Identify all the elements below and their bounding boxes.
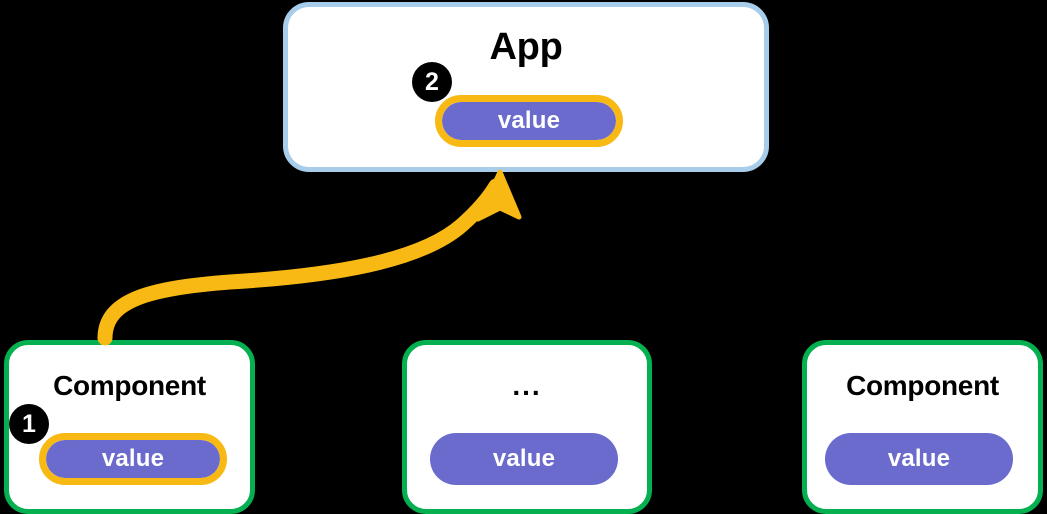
component-ellipsis-value-pill[interactable]: value: [430, 433, 618, 485]
component-3-value-pill[interactable]: value: [825, 433, 1013, 485]
component-box-1[interactable]: Component value: [4, 340, 255, 514]
arrow-shaft: [97, 178, 504, 346]
app-value-pill[interactable]: value: [435, 95, 623, 147]
app-title: App: [489, 26, 563, 68]
app-box[interactable]: App value: [283, 2, 769, 172]
component-box-ellipsis[interactable]: ... value: [402, 340, 652, 514]
component-3-title: Component: [846, 370, 999, 401]
component-1-title: Component: [53, 370, 206, 401]
step-badge-2: 2: [412, 62, 452, 102]
arrow-head: [475, 169, 522, 222]
component-1-value-pill[interactable]: value: [39, 433, 227, 485]
component-box-3[interactable]: Component value: [802, 340, 1043, 514]
step-badge-1: 1: [9, 404, 49, 444]
component-ellipsis-title: ...: [512, 370, 542, 401]
